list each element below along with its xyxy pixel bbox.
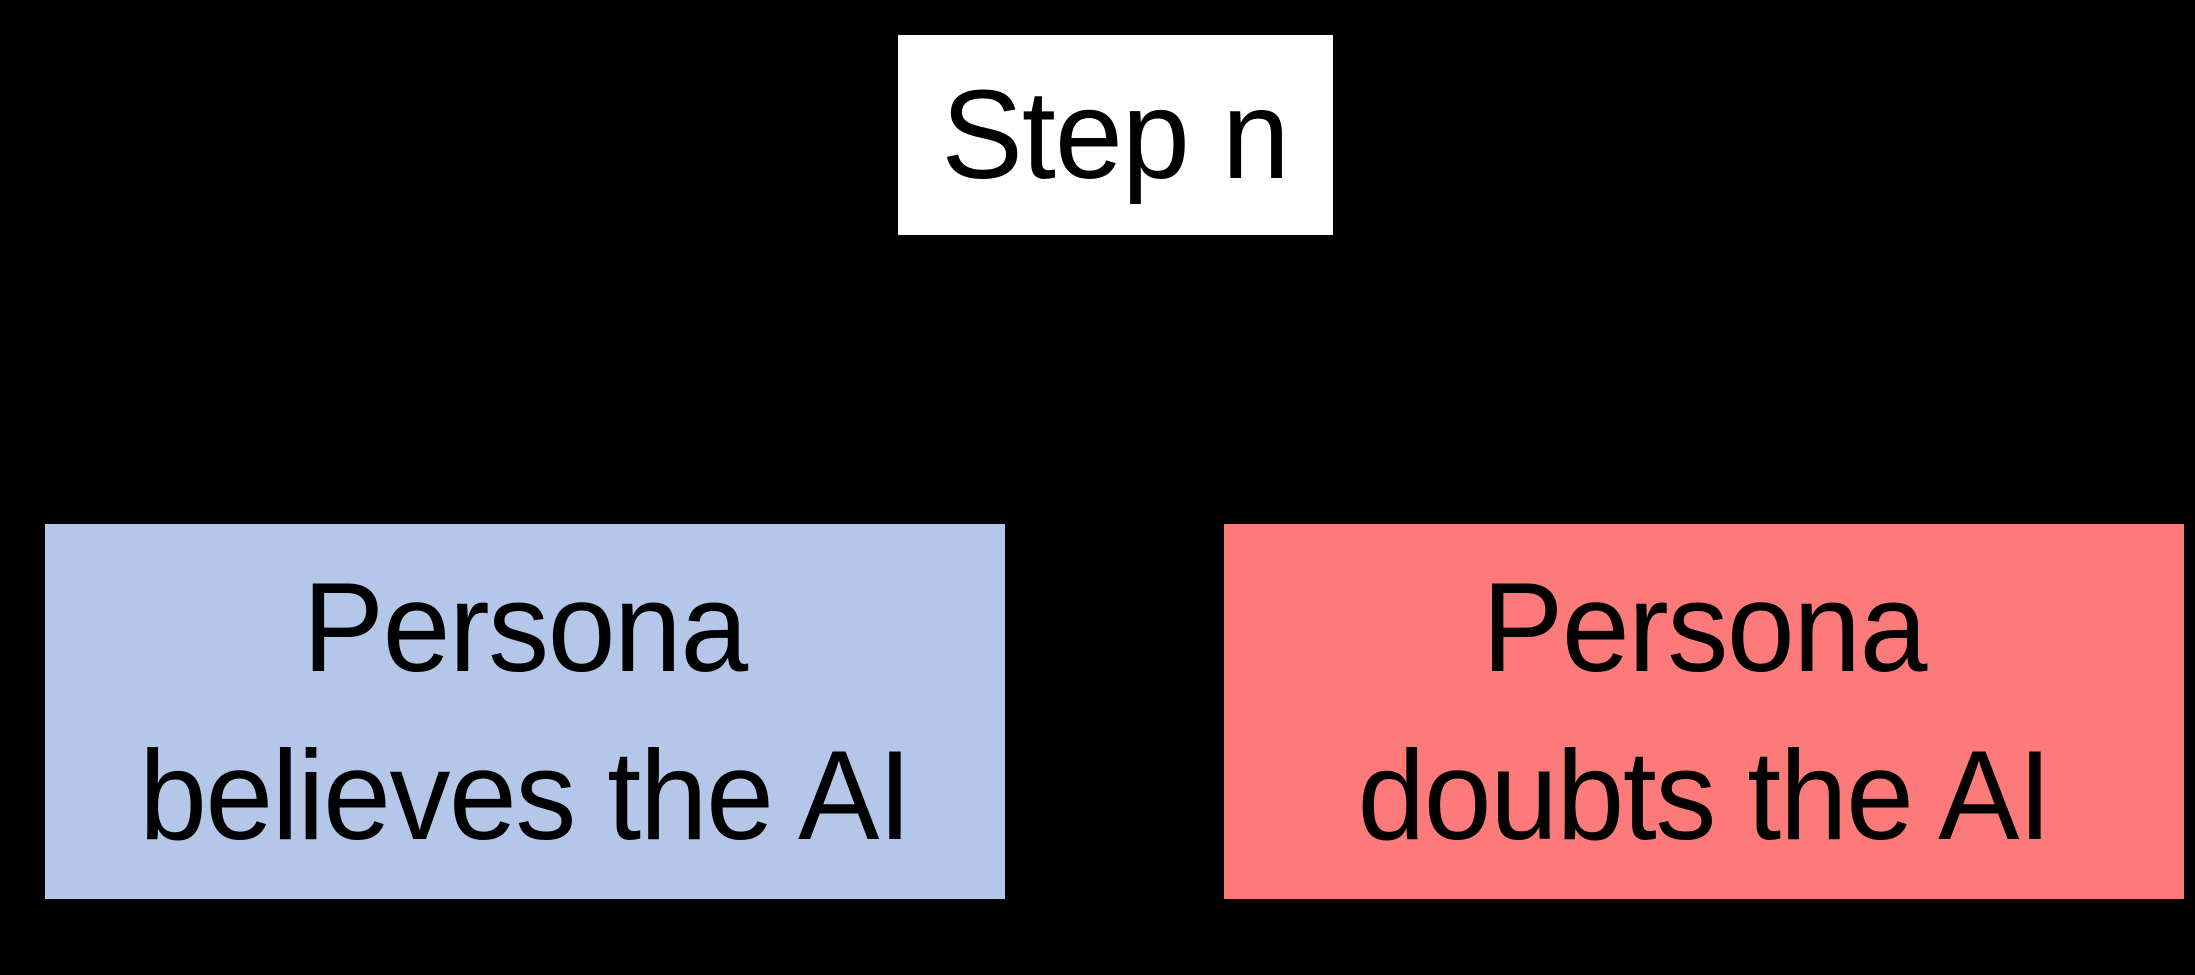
branch-node-believe-label: Persona believes the AI	[139, 555, 912, 866]
step-label-text: Step n	[941, 63, 1291, 205]
branch-node-doubt-label: Persona doubts the AI	[1357, 555, 2051, 866]
branch-node-doubt[interactable]: Persona doubts the AI	[1222, 522, 2186, 901]
branch-node-believe[interactable]: Persona believes the AI	[43, 522, 1007, 901]
step-label-box: Step n	[898, 35, 1333, 235]
